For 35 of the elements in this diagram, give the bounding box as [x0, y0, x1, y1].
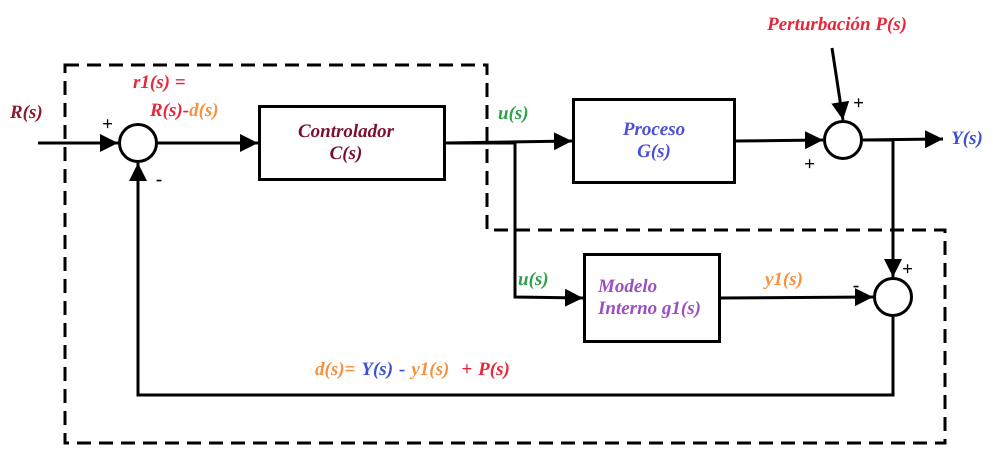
equation-text: Y(s) — [361, 360, 394, 379]
signal-label: R(s) — [10, 103, 43, 122]
arrow — [158, 134, 258, 152]
sign-mark: - — [156, 170, 162, 189]
arrow — [830, 48, 850, 120]
signal-label: y1(s) — [765, 270, 803, 289]
sign-mark: + — [102, 115, 113, 134]
sign-mark: - — [853, 276, 860, 295]
summing-junction — [823, 120, 863, 160]
signal-label: u(s) — [498, 104, 529, 123]
equation-text: d(s)= — [315, 360, 356, 379]
arrow — [446, 142, 584, 307]
transfer-function-block: Controlador C(s) — [258, 105, 446, 181]
equation-text: R(s)- — [150, 101, 190, 120]
equation-text: - — [399, 360, 406, 379]
summing-junction — [118, 123, 158, 163]
arrow — [736, 131, 824, 150]
transfer-function-block: Modelo Interno g1(s) — [583, 253, 721, 343]
equation-text: y1(s) — [411, 360, 450, 379]
transfer-function-block: Proceso G(s) — [572, 98, 736, 184]
equation-text: + — [461, 360, 472, 379]
equation-text: r1(s) = — [133, 73, 186, 92]
summing-junction — [873, 277, 913, 317]
arrow — [721, 288, 873, 306]
arrow — [129, 163, 894, 396]
signal-label: Perturbación P(s) — [757, 2, 907, 48]
arrow — [863, 138, 902, 277]
equation-text: d(s) — [189, 101, 219, 120]
signal-label: u(s) — [518, 270, 549, 289]
sign-mark: + — [853, 94, 864, 113]
sign-mark: + — [804, 155, 815, 174]
arrow — [38, 134, 118, 152]
equation-text: P(s) — [478, 360, 510, 379]
signal-label: Y(s) — [943, 126, 991, 152]
sign-mark: + — [902, 260, 913, 279]
